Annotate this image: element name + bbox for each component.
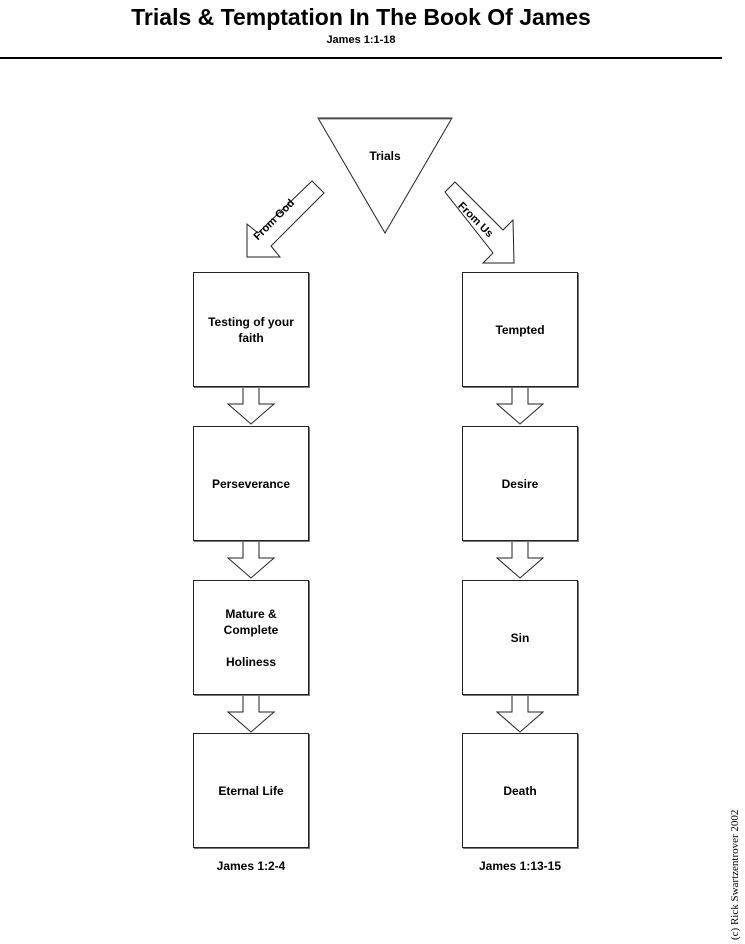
box-label-line: Testing of your — [208, 314, 294, 329]
box-label: Perseverance — [211, 476, 291, 491]
box-label-line: Holiness — [225, 654, 276, 669]
box-label: Death — [503, 783, 537, 798]
box-label: Desire — [501, 476, 539, 491]
step-box-sin: Sin — [462, 580, 578, 695]
page-title: Trials & Temptation In The Book Of James — [131, 4, 591, 30]
down-arrow — [226, 386, 276, 425]
down-arrow — [226, 693, 276, 733]
right-reference: James 1:13-15 — [478, 859, 562, 873]
from-god-arrow — [246, 180, 325, 258]
down-arrow — [495, 693, 545, 733]
box-label: Sin — [510, 630, 530, 645]
page-subtitle: James 1:1-18 — [326, 34, 396, 46]
trials-label: Trials — [369, 149, 401, 163]
step-box-desire: Desire — [462, 426, 578, 541]
down-arrow — [226, 540, 276, 579]
step-box-tempted: Tempted — [462, 272, 578, 387]
step-box-mature-complete-holiness: Mature & Complete Holiness — [193, 580, 309, 695]
box-label: Eternal Life — [218, 783, 284, 798]
box-label-line: faith — [238, 330, 264, 345]
copyright-notice: (c) Rick Swartzentrover 2002 — [729, 809, 741, 940]
step-box-testing-of-faith: Testing of your faith — [193, 272, 309, 387]
header-divider — [0, 57, 722, 59]
step-box-perseverance: Perseverance — [193, 426, 309, 541]
box-label-line: Complete — [223, 622, 279, 637]
box-label-line: Mature & — [225, 606, 277, 621]
box-label: Tempted — [495, 322, 545, 337]
trials-triangle — [317, 117, 453, 234]
down-arrow — [495, 386, 545, 425]
from-us-arrow — [444, 181, 515, 264]
right-flow-arrows — [495, 386, 545, 733]
step-box-death: Death — [462, 733, 578, 848]
down-arrow — [495, 540, 545, 579]
left-flow-arrows — [226, 386, 276, 733]
step-box-eternal-life: Eternal Life — [193, 733, 309, 848]
left-reference: James 1:2-4 — [216, 859, 286, 873]
